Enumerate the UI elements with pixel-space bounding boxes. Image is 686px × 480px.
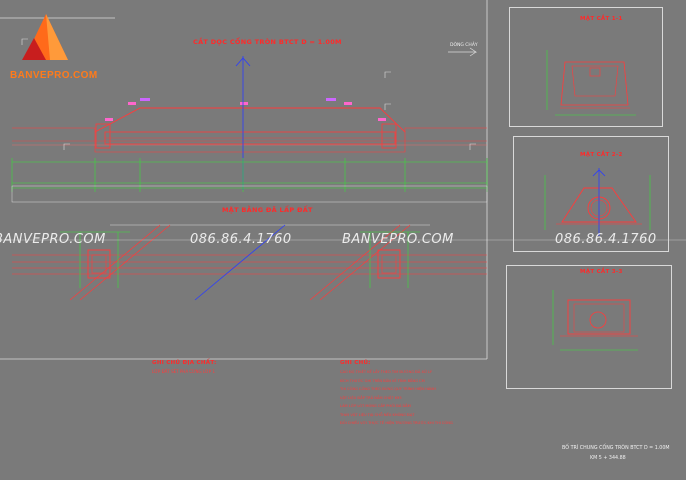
stamp-title: BỐ TRÍ CHUNG CỐNG TRÒN BTCT D = 1.00M xyxy=(562,446,670,451)
note-line: CAO ĐỘ THIẾT KẾ LẤY THEO TIM ĐƯỜNG ĐÃ XỬ… xyxy=(340,370,432,374)
note-line: ĐỐI CHIẾU VỚI THỰC TẾ HIỆN TRƯỜNG TRƯỚC … xyxy=(340,421,453,425)
logo-mark-icon xyxy=(22,14,68,60)
note-line: THI CÔNG CỐNG THEO ĐÚNG QUY TRÌNH HIỆN H… xyxy=(340,387,436,391)
section-2-2-title: MẶT CẮT 2-2 xyxy=(580,152,623,158)
watermark-site: BANVEPRO.COM xyxy=(0,232,106,247)
watermark-phone: 086.86.4.1760 xyxy=(555,232,657,247)
note-line: KÍCH THƯỚC GHI TRÊN BẢN VẼ TÍNH BẰNG CM xyxy=(340,378,425,383)
logo-brand-text: BANVEPRO.COM xyxy=(10,70,98,81)
profile-title: CẮT DỌC CỐNG TRÒN BTCT D = 1.00M xyxy=(193,38,342,46)
section-3-3-title: MẶT CẮT 3-3 xyxy=(580,269,623,275)
stamp-chainage: KM 5 + 344.88 xyxy=(590,456,626,461)
section-3-3-frame xyxy=(506,265,672,389)
notes-title: GHI CHÚ: xyxy=(340,360,371,366)
section-2-2-frame xyxy=(513,136,669,252)
plan-title: MẶT BẰNG ĐÃ LẤP ĐẤT xyxy=(222,206,313,214)
logo: BANVEPRO.COM xyxy=(10,12,110,86)
watermark-phone: 086.86.4.1760 xyxy=(190,232,292,247)
note-line: THAY VẬT LIỆU TẠI CHỖ NẾU KHÔNG ĐẠT xyxy=(340,412,415,417)
flow-label: DÒNG CHẢY xyxy=(450,43,478,48)
note-line: VẬT LIỆU ĐẮP TRẢ ĐẦM CHẶT K95 xyxy=(340,395,402,400)
geology-title: GHI CHÚ ĐỊA CHẤT: xyxy=(152,360,217,366)
section-1-1-frame xyxy=(509,7,663,127)
notes-list: CAO ĐỘ THIẾT KẾ LẤY THEO TIM ĐƯỜNG ĐÃ XỬ… xyxy=(340,370,453,430)
note-line: LÀM LỚP LÓT MÓNG CẤP PHỐI ĐÁ DĂM xyxy=(340,404,411,408)
geology-line: LỚP ĐẤT SÉT PHA CỨNG LỚP 1 xyxy=(152,369,216,374)
watermark-site: BANVEPRO.COM xyxy=(342,232,454,247)
section-1-1-title: MẶT CẮT 1-1 xyxy=(580,16,623,22)
